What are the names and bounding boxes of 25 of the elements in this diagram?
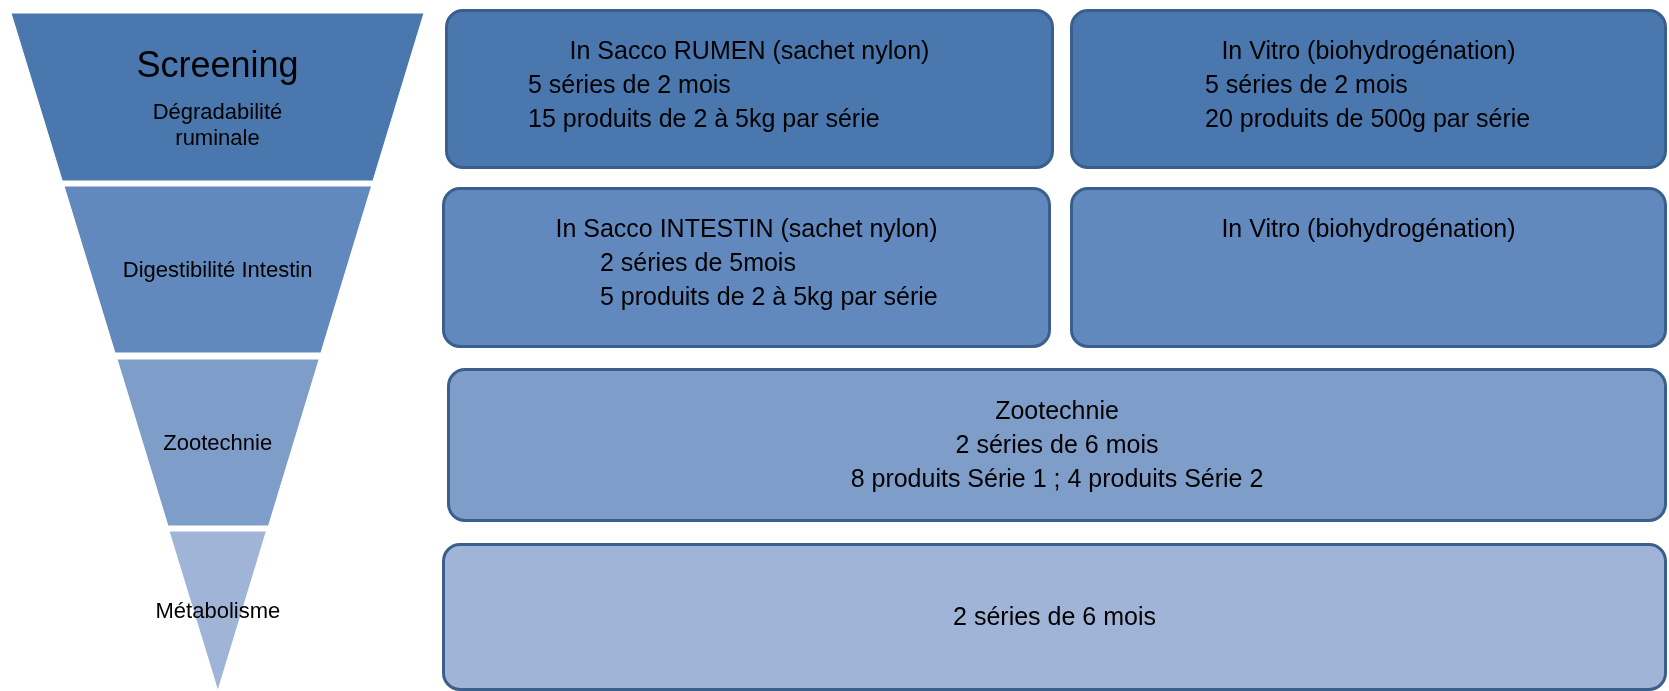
box-text: 2 séries de 5mois	[600, 246, 796, 278]
funnel-label: Zootechnie	[163, 429, 273, 456]
funnel-heading: Screening	[136, 44, 299, 86]
box-text: 8 produits Série 1 ; 4 produits Série 2	[850, 462, 1264, 494]
funnel-label: Dégradabilité ruminale	[151, 99, 284, 150]
box-text: 2 séries de 6 mois	[955, 429, 1159, 461]
box-text: 5 séries de 2 mois	[528, 68, 731, 100]
stage-box	[442, 187, 1051, 348]
stage-box	[1070, 9, 1667, 169]
funnel-label: Métabolisme	[155, 598, 281, 624]
box-title: In Sacco RUMEN (sachet nylon)	[569, 35, 930, 66]
box-text: 15 produits de 2 à 5kg par série	[528, 102, 880, 134]
box-title: In Sacco INTESTIN (sachet nylon)	[555, 213, 938, 244]
box-title: Zootechnie	[995, 395, 1119, 427]
stage-box	[447, 368, 1667, 522]
box-text: 20 produits de 500g par série	[1205, 102, 1531, 134]
box-text: In Vitro (biohydrogénation)	[1221, 213, 1516, 244]
stage-box	[442, 543, 1667, 691]
box-text: 5 séries de 2 mois	[1205, 68, 1408, 100]
stage-box	[445, 9, 1054, 169]
funnel-label: Digestibilité Intestin	[122, 256, 313, 283]
box-text: 2 séries de 6 mois	[953, 601, 1156, 633]
box-text: 5 produits de 2 à 5kg par série	[600, 280, 938, 312]
stage-box	[1070, 187, 1667, 348]
box-title: In Vitro (biohydrogénation)	[1221, 35, 1516, 66]
